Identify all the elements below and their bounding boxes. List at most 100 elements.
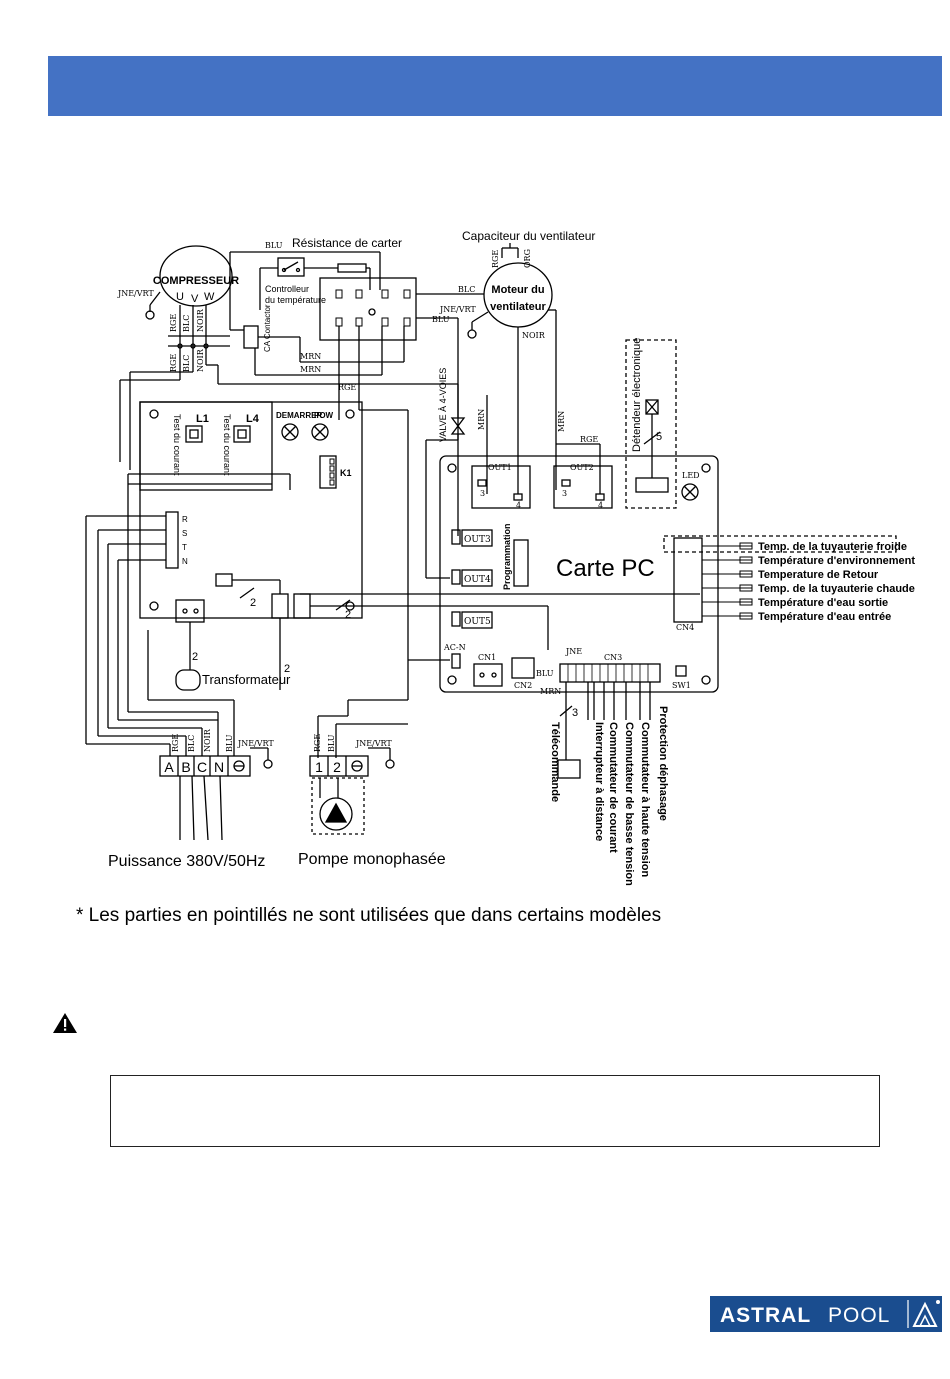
pump-term-1: 1 (315, 759, 323, 775)
out4-label: OUT4 (464, 575, 491, 585)
fan-motor-label-1: Moteur du (491, 284, 544, 296)
wire-label-noir-1: NOIR (196, 308, 205, 332)
cn4-label: CN4 (676, 623, 694, 632)
wire-label-org-cap: ORG (523, 249, 532, 268)
term-r: R (182, 515, 188, 524)
logo-text-pool: POOL (828, 1304, 890, 1327)
sensor-probe (739, 612, 753, 620)
resistance-label: Résistance de carter (292, 236, 402, 250)
sensor-probe (739, 556, 753, 564)
wire-label-jne-cn3: JNE (565, 647, 582, 656)
out1-pin3: 3 (480, 489, 485, 498)
pump-terminal-block (309, 755, 369, 777)
bottom-label: Interrupteur à distance (593, 722, 605, 841)
out2-relay (553, 465, 613, 509)
capacitor-label: Capaciteur du ventilateur (462, 229, 595, 243)
puissance-label: Puissance 380V/50Hz (108, 853, 265, 870)
ground-symbol (145, 310, 155, 320)
cn2-label: CN2 (514, 681, 532, 690)
cn3-label: CN3 (604, 653, 622, 662)
l4-label: L4 (246, 413, 260, 425)
sensor-label: Température d'eau entrée (758, 611, 891, 623)
cn3-connector (559, 663, 661, 683)
power-terminal-block (159, 755, 251, 777)
out2-pin4: 4 (598, 501, 603, 510)
wire-label-rge-cap: RGE (491, 250, 500, 268)
sensor-label: Température d'environnement (758, 555, 915, 567)
demarrer-lamp (281, 423, 299, 441)
remote-wire-count: 3 (572, 707, 578, 719)
power-term-a: A (164, 759, 174, 775)
wire-count-2a: 2 (250, 597, 256, 609)
sw1-switch (675, 665, 687, 677)
power-term-b: B (181, 759, 190, 775)
dip-switch-k1 (319, 455, 337, 489)
power-ground-symbol (263, 759, 273, 769)
out3-label: OUT3 (464, 535, 491, 545)
sw1-label: SW1 (672, 681, 691, 690)
remote-control-symbol (557, 759, 581, 779)
sensor-label: Température d'eau sortie (758, 597, 888, 609)
wire-label-blc-pw: BLC (187, 735, 196, 752)
wire-count-2c: 2 (192, 651, 198, 663)
pump-term-2: 2 (333, 759, 341, 775)
sensor-probe (739, 584, 753, 592)
cn1-label: CN1 (478, 653, 496, 662)
wire-label-noir-2: NOIR (196, 348, 205, 372)
sensor-probe (739, 598, 753, 606)
astralpool-logo: ASTRAL POOL (710, 1296, 942, 1332)
sensor-probe (739, 542, 753, 550)
cn1-connector (473, 663, 503, 687)
bottom-label: Commutateur à haute tension (639, 722, 651, 878)
wire-label-rge-pump: RGE (313, 734, 322, 752)
comp-terminal-u: U (176, 291, 184, 303)
wire-label-blc-1: BLC (182, 315, 191, 332)
power-term-c: C (197, 759, 207, 775)
comp-terminal-w: W (204, 291, 215, 303)
pompe-label: Pompe monophasée (298, 851, 446, 868)
header-bar (48, 56, 942, 116)
ca-contactor-label: CA Contactor (263, 304, 272, 352)
out2-pin3: 3 (562, 489, 567, 498)
term-n: N (182, 557, 188, 566)
transformer-symbol (175, 669, 201, 691)
comp-terminal-v: V (191, 293, 199, 305)
logo-text-astral: ASTRAL (720, 1304, 811, 1327)
wire-label-mrn-cn3: MRN (540, 687, 561, 696)
wire-label-blu-pw: BLU (225, 734, 234, 752)
out1-pin4: 4 (516, 501, 521, 510)
sensor-label: Temp. de la tuyauterie chaude (758, 583, 915, 595)
comp-ground-label: JNE/VRT (117, 289, 154, 298)
out5-label: OUT5 (464, 617, 491, 627)
bottom-label: Commutateur de basse tension (623, 722, 635, 886)
term-t: T (182, 543, 187, 552)
wire-label-noir-pw: NOIR (203, 728, 212, 752)
bottom-label: Télécommande (549, 722, 561, 802)
wire-label-jne-pw: JNE/VRT (237, 739, 274, 748)
wire-count-2b: 2 (345, 609, 351, 621)
detendeur-label: Détendeur électronique (631, 338, 643, 452)
warning-box (110, 1075, 880, 1147)
sensor-label: Temperature de Retour (758, 569, 879, 581)
controlleur-label-2: du température (265, 295, 326, 305)
pump-symbol (319, 797, 353, 831)
test-courant-label-1: Test du courant (172, 414, 182, 476)
wire-label-rge-1: RGE (169, 314, 178, 332)
wire-label-rge-2: RGE (169, 354, 178, 372)
programmation-label: Programmation (502, 523, 512, 590)
wire-label-mrn-valve: MRN (477, 409, 486, 430)
wire-label-rge-pw: RGE (171, 734, 180, 752)
wire-label-jne-pump: JNE/VRT (355, 739, 392, 748)
cn2-connector (511, 657, 535, 679)
wire-label-mrn-2: MRN (300, 365, 321, 374)
led-indicator (681, 483, 699, 501)
pow-label: POW (314, 411, 334, 420)
pump-ground-symbol (385, 759, 395, 769)
led-label: LED (682, 471, 700, 480)
bottom-label: Commutateur de courant (607, 722, 619, 853)
dashed-sensor-box (663, 535, 897, 553)
wire-count-2d: 2 (284, 663, 290, 675)
wire-label-noir-fan: NOIR (522, 331, 546, 340)
wire-label-rge-3: RGE (338, 383, 356, 392)
term-s: S (182, 529, 187, 538)
